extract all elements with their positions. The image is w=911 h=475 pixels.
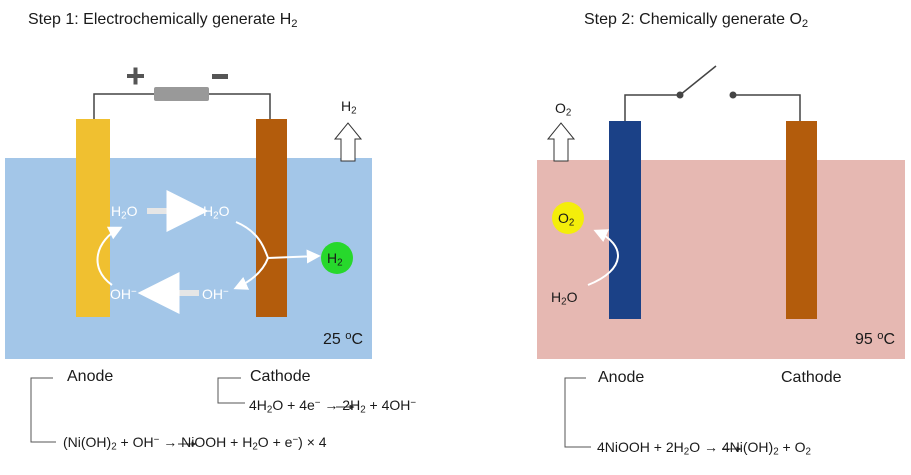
resistor: [154, 87, 209, 101]
circuit-wire-step1: [93, 93, 271, 119]
electrolyte-step1: [5, 158, 372, 359]
cathode-equation: 4H2O + 4e− → 2H2 + 4OH−: [249, 397, 417, 416]
cycle-h2o-right: H2O: [203, 203, 230, 222]
plus-sign-icon-vertical: [133, 67, 138, 85]
cathode-label-step2: Cathode: [781, 369, 842, 386]
circuit-wire-step2: [624, 94, 801, 122]
step2-equation: 4NiOOH + 2H2O → 4Ni(OH)2 + O2: [597, 439, 811, 458]
step1-gas-out-label: H2: [341, 98, 357, 117]
electrolyte-step2: [537, 160, 905, 359]
step1-title: Step 1: Electrochemically generate H2: [28, 11, 298, 30]
minus-sign-icon: [212, 74, 228, 79]
cathode-electrode-step1: [256, 119, 287, 317]
h2o-reactant-label: H2O: [551, 289, 578, 308]
anode-bracket-step1: [30, 377, 56, 443]
temperature-step1: 25 oC: [323, 329, 364, 348]
switch-contact-right: [729, 91, 737, 99]
h2-bubble: [321, 242, 353, 274]
h2o-to-o2-arrow: [587, 229, 619, 286]
temperature-step2: 95 oC: [855, 329, 896, 348]
anode-label-step1: Anode: [67, 368, 114, 385]
h2-bubble-label: H2: [327, 250, 343, 269]
o2-bubble: [552, 202, 584, 234]
cathode-bracket-step1: [217, 377, 245, 404]
o2-bubble-label: O2: [558, 210, 575, 229]
open-switch-icon: [679, 65, 717, 96]
anode-bracket-step2: [564, 377, 591, 448]
h2-release-arrow: [267, 249, 321, 264]
anode-electrode-step1: [76, 119, 110, 317]
gas-out-arrow-icon-step2: [546, 122, 576, 162]
anode-equation: (Ni(OH)2 + OH− → NiOOH + H2O + e−) × 4: [63, 434, 327, 453]
switch-contact-left: [676, 91, 684, 99]
step2-title: Step 2: Chemically generate O2: [584, 11, 809, 30]
cycle-h2o-left: H2O: [111, 203, 138, 222]
step2-gas-out-label: O2: [555, 100, 572, 119]
anode-oh-to-h2o-arrow: [96, 226, 123, 286]
cathode-label-step1: Cathode: [250, 368, 311, 385]
cycle-oh-right: OH−: [202, 286, 229, 302]
gas-out-arrow-icon-step1: [333, 122, 363, 162]
anode-electrode-step2: [609, 121, 641, 319]
cathode-electrode-step2: [786, 121, 817, 319]
anode-label-step2: Anode: [598, 369, 645, 386]
cycle-oh-left: OH−: [110, 286, 137, 302]
